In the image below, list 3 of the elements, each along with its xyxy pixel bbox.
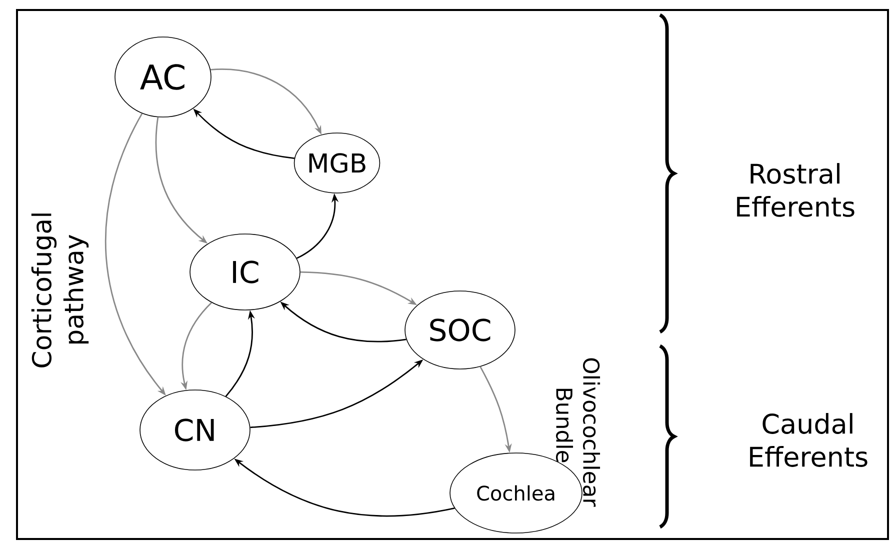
label: Caudal Efferents bbox=[750, 413, 868, 467]
label: Corticofugal pathway bbox=[31, 214, 89, 368]
label: Rostral Efferents bbox=[737, 163, 854, 217]
